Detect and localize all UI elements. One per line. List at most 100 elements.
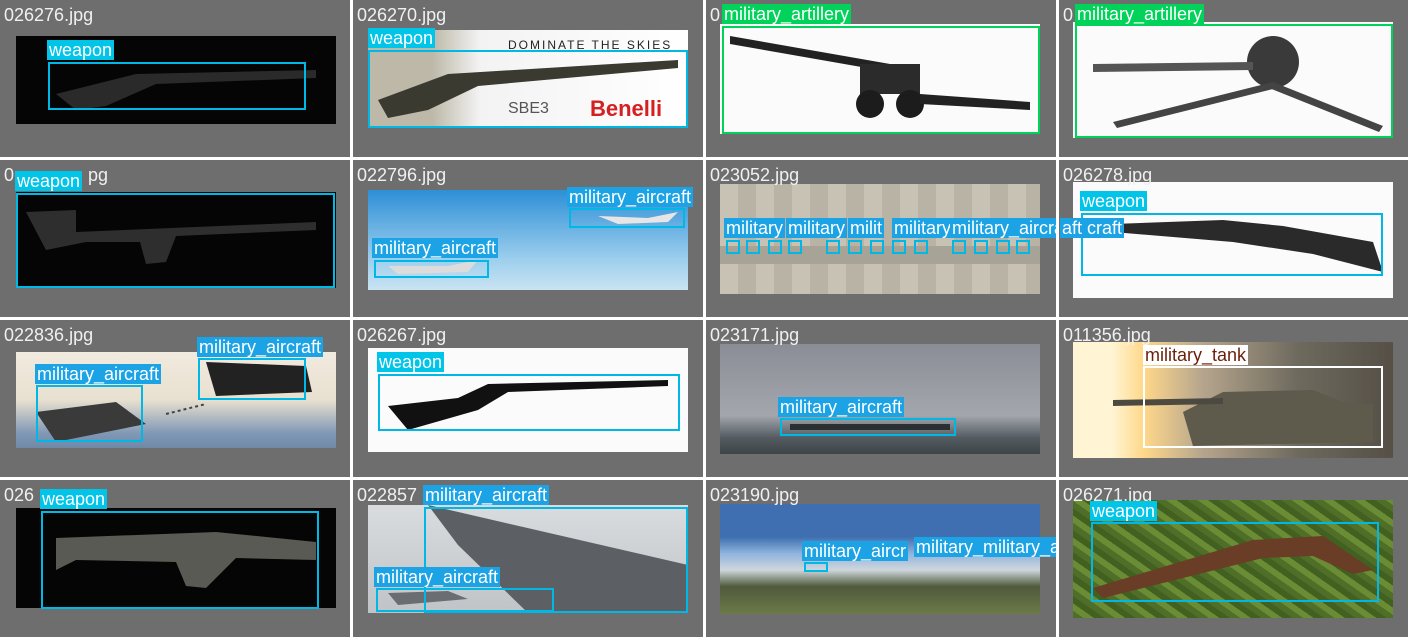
bbox-military-aircraft: [788, 240, 802, 254]
tile-026267[interactable]: 026267.jpg weapon: [353, 320, 703, 477]
label-military-tank: military_tank: [1143, 345, 1249, 365]
bbox-military-aircraft: [1016, 240, 1030, 254]
tile-023171[interactable]: 023171.jpg military_aircraft: [706, 320, 1056, 477]
bbox-military-aircraft: [780, 418, 956, 436]
label-weapon: weapon: [15, 171, 83, 191]
filename: 026271.jpg: [1063, 485, 1153, 505]
image-sawed-off-shotgun: [1073, 500, 1393, 618]
tile-023190[interactable]: 023190.jpg military_aircr military_milit…: [706, 480, 1056, 637]
bbox-military-aircraft: [804, 562, 828, 572]
tile-022836[interactable]: 022836.jpg military_aircraft military_ai…: [0, 320, 350, 477]
label-military-aircraft: military_aircr: [802, 541, 909, 561]
pump-shotgun-silhouette: [1113, 220, 1383, 272]
label-military-aircraft: military_aircraft: [197, 337, 324, 357]
tile-026271[interactable]: 026271.jpg weapon: [1059, 480, 1408, 637]
label-military-aircraft: military_aircraft: [372, 238, 499, 258]
filename: 026278.jpg: [1063, 165, 1153, 185]
fighter-silhouette: [388, 505, 688, 613]
ar-rifle-silhouette: [56, 532, 316, 588]
tile-artillery-2[interactable]: 0 military_artillery: [1059, 0, 1408, 157]
drone-silhouettes: [388, 212, 678, 274]
filename: 0: [1063, 5, 1074, 25]
filename: 011356.jpg: [1063, 325, 1151, 345]
tank-silhouette: [1113, 390, 1373, 446]
bbox-weapon: [378, 374, 680, 431]
bbox-military-aircraft: [848, 240, 862, 254]
tile-026278[interactable]: 026278.jpg weapon: [1059, 160, 1408, 317]
sawed-off-silhouette: [1093, 536, 1373, 598]
label-military-aircraft: military: [786, 218, 847, 238]
image-artillery-howitzer: [1073, 22, 1393, 138]
filename: 0: [710, 5, 721, 25]
image-ar-rifle: [16, 508, 336, 608]
label-military-aircraft: military_aircraft: [374, 567, 501, 587]
filename: 023171.jpg: [710, 325, 800, 345]
label-weapon: weapon: [377, 352, 445, 372]
filename: 026270.jpg: [357, 5, 447, 25]
tile-026276[interactable]: 026276.jpg weapon: [0, 0, 350, 157]
shotgun-camo: [378, 60, 678, 118]
artillery-silhouette: [730, 36, 1030, 118]
filename: 026267.jpg: [357, 325, 447, 345]
bbox-military-aircraft: [198, 358, 306, 400]
bbox-military-aircraft: [569, 208, 685, 228]
tile-ar-rifle[interactable]: 026 weapon: [0, 480, 350, 637]
label-military-aircraft: military_aircraft: [950, 218, 1056, 238]
tile-022796[interactable]: 022796.jpg military_aircraft military_ai…: [353, 160, 703, 317]
bbox-military-aircraft: [376, 588, 554, 612]
shotgun-silhouette: [56, 70, 316, 110]
rifle-silhouette: [26, 210, 316, 264]
shotgun-line-art: [388, 380, 668, 430]
label-weapon: weapon: [40, 489, 108, 509]
label-military-aircraft: milit: [848, 218, 884, 238]
bbox-military-aircraft: [36, 385, 143, 442]
filename: 023052.jpg: [710, 165, 800, 185]
tile-023052[interactable]: 023052.jpg military military milit milit…: [706, 160, 1056, 317]
label-weapon: weapon: [368, 28, 436, 48]
image-artillery-gun: [720, 24, 1040, 134]
bbox-military-tank: [1143, 366, 1383, 448]
bbox-military-aircraft: [726, 240, 740, 254]
bbox-weapon: [16, 193, 335, 288]
tile-022857[interactable]: 022857 military_aircraft military_aircra…: [353, 480, 703, 637]
bbox-weapon: [1091, 522, 1379, 602]
label-weapon: weapon: [1080, 191, 1148, 211]
tile-026270[interactable]: DOMINATE THE SKIES SBE3 Benelli 026270.j…: [353, 0, 703, 157]
image-fighter-jet: [368, 505, 688, 613]
label-military-aircraft: military_aircraft: [567, 187, 694, 207]
label-military-aircraft: military_aircraft: [35, 364, 162, 384]
filename: 0: [4, 165, 15, 185]
label-military-artillery: military_artillery: [722, 4, 852, 24]
image-tank-firing: [1073, 342, 1393, 458]
label-military-aircraft-overflow: aft craft: [1060, 218, 1125, 238]
tile-011356[interactable]: 011356.jpg military_tank: [1059, 320, 1408, 477]
label-military-aircraft: military: [724, 218, 785, 238]
bbox-military-aircraft: [996, 240, 1010, 254]
ad-sub: SBE3: [508, 100, 549, 117]
bbox-military-aircraft: [892, 240, 906, 254]
image-rifle-black: [16, 192, 336, 288]
label-military-aircraft: military_aircraft: [423, 485, 550, 505]
label-military-aircraft: military_military_aircraft: [914, 537, 1056, 557]
filename: 022857: [357, 485, 418, 505]
bbox-military-aircraft: [914, 240, 928, 254]
ad-brand: Benelli: [590, 96, 663, 121]
aircraft-silhouettes: [36, 362, 312, 442]
bbox-military-aircraft: [974, 240, 988, 254]
filename: 022836.jpg: [4, 325, 94, 345]
label-military-aircraft: military: [892, 218, 953, 238]
tile-rifle-m4[interactable]: 0 pg weapon: [0, 160, 350, 317]
bbox-military-aircraft: [952, 240, 966, 254]
filename: 026276.jpg: [4, 5, 94, 25]
bbox-weapon: [41, 511, 319, 609]
tile-artillery-1[interactable]: 0 military_artillery: [706, 0, 1056, 157]
image-benelli-ad: DOMINATE THE SKIES SBE3 Benelli: [368, 30, 688, 128]
bbox-military-artillery: [722, 26, 1040, 134]
filename: 026: [4, 485, 35, 505]
filename: 023190.jpg: [710, 485, 800, 505]
bbox-military-aircraft: [870, 240, 884, 254]
howitzer-silhouette: [1093, 36, 1383, 132]
bbox-military-aircraft: [746, 240, 760, 254]
aircraft-on-runway: [790, 424, 950, 430]
